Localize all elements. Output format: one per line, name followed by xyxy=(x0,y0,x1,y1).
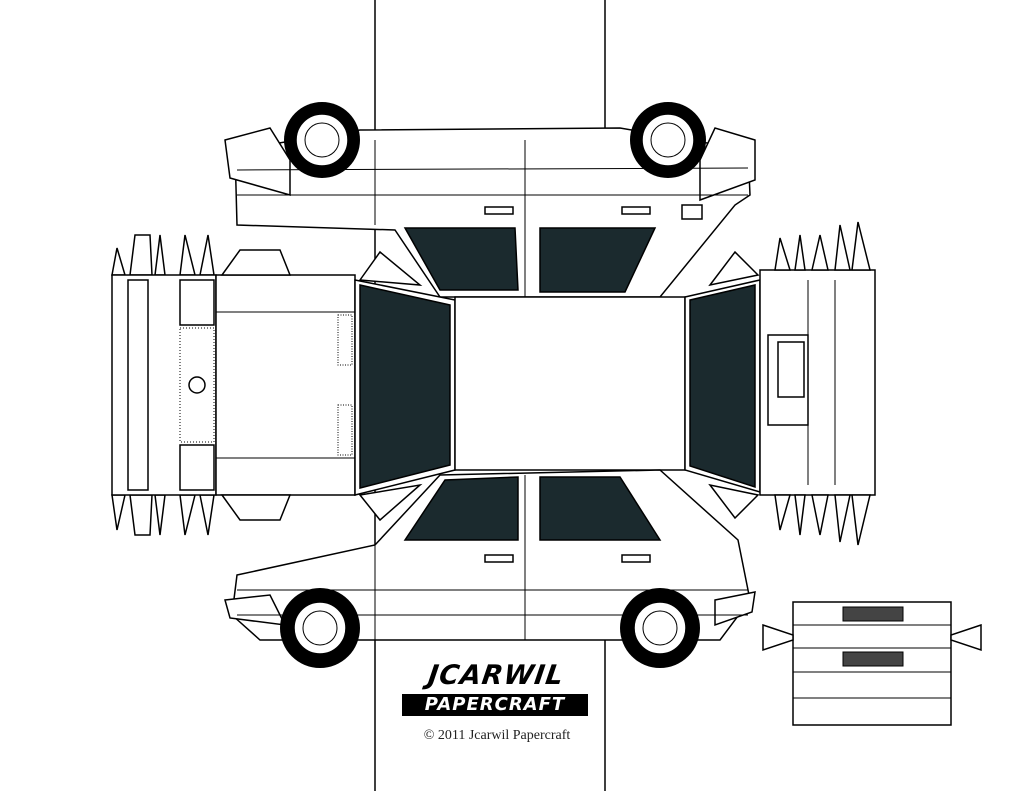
roof-panel xyxy=(454,296,686,471)
window xyxy=(539,476,662,541)
bottom-side-panel xyxy=(224,469,756,668)
front-panel xyxy=(111,234,217,536)
wheel xyxy=(280,588,360,668)
wheel xyxy=(284,102,360,178)
rear-window xyxy=(689,284,756,489)
rear-panel xyxy=(759,221,876,546)
vw-emblem-icon xyxy=(188,376,206,394)
hood-panel xyxy=(215,249,356,521)
window xyxy=(403,476,519,541)
wheel xyxy=(630,102,706,178)
wheel xyxy=(620,588,700,668)
top-side-panel xyxy=(224,102,756,298)
window xyxy=(539,227,657,293)
bumper-piece xyxy=(762,601,982,726)
copyright-text: © 2011 Jcarwil Papercraft xyxy=(423,728,571,743)
logo-jcarwil: JCARWIL xyxy=(426,660,567,691)
window xyxy=(403,227,519,291)
logo-papercraft: PAPERCRAFT xyxy=(402,694,588,716)
windshield xyxy=(359,284,451,489)
